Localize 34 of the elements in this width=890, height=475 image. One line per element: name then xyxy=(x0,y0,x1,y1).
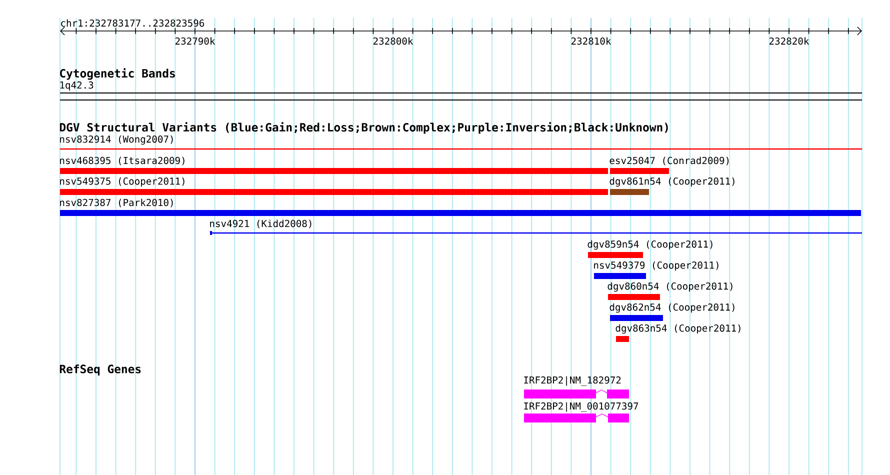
tick-label: 232790k xyxy=(176,37,216,45)
node-label: dgv861n54 (Cooper2011) xyxy=(610,177,734,187)
track-heading: RefSeq Genes xyxy=(60,364,141,376)
cytoband: 1q42.3 xyxy=(60,81,862,100)
variant-bar: nsv827387 (Park2010) xyxy=(60,198,861,216)
node-label: esv25047 (Conrad2009) xyxy=(610,156,729,166)
variant-bar: dgv859n54 (Cooper2011) xyxy=(588,240,712,258)
node-label: nsv468395 (Itsara2009) xyxy=(60,156,184,166)
variant-bar: nsv468395 (Itsara2009) xyxy=(60,156,608,174)
track-heading: DGV Structural Variants (Blue:Gain;Red:Loss;Brown:Complex;Purple:Inversion;Black:Unknown) xyxy=(60,122,668,134)
variant-bar: dgv860n54 (Cooper2011) xyxy=(608,282,732,300)
variant-line: nsv832914 (Wong2007) xyxy=(60,135,862,150)
tick-label: 232820k xyxy=(770,37,810,45)
tick-label: 232800k xyxy=(374,37,414,45)
variant-bar: esv25047 (Conrad2009) xyxy=(610,156,729,174)
node-label: dgv862n54 (Cooper2011) xyxy=(610,303,734,313)
coordinate-label: chr1:232783177..232823596 xyxy=(61,19,204,27)
gene-model: IRF2BP2|NM_001077397 xyxy=(524,402,638,422)
node-label: dgv863n54 (Cooper2011) xyxy=(616,324,740,334)
variant-bar: nsv549375 (Cooper2011) xyxy=(60,177,608,195)
node-label: nsv549375 (Cooper2011) xyxy=(60,177,184,187)
variant-line: nsv4921 (Kidd2008) xyxy=(210,220,862,235)
tick-label: 232810k xyxy=(572,37,612,45)
node-label: IRF2BP2|NM_001077397 xyxy=(524,402,638,412)
node-label: IRF2BP2|NM_182972 xyxy=(524,376,621,386)
node-label: nsv827387 (Park2010) xyxy=(60,198,173,208)
variant-bar: dgv862n54 (Cooper2011) xyxy=(610,303,734,321)
gene-model: IRF2BP2|NM_182972 xyxy=(524,376,629,398)
variant-bar: nsv549379 (Cooper2011) xyxy=(594,261,718,279)
variant-bar: dgv861n54 (Cooper2011) xyxy=(610,177,734,195)
node-label: nsv549379 (Cooper2011) xyxy=(594,261,718,271)
variant-bar: dgv863n54 (Cooper2011) xyxy=(616,324,740,342)
node-label: dgv859n54 (Cooper2011) xyxy=(588,240,712,250)
node-label: dgv860n54 (Cooper2011) xyxy=(608,282,732,292)
